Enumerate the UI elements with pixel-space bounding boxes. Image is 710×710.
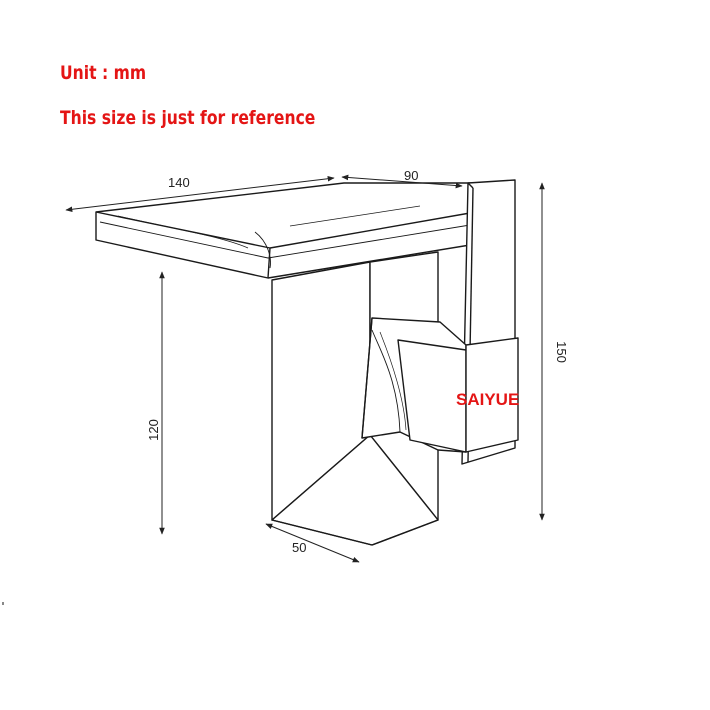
dimension-label-50: 50 — [292, 540, 306, 555]
dimension-label-140: 140 — [168, 175, 190, 190]
dimension-width-140: 140 — [65, 175, 335, 213]
dimension-base-50: 50 — [265, 523, 360, 563]
dimension-height-120: 120 — [146, 271, 165, 535]
dimension-label-90: 90 — [404, 168, 418, 183]
dimension-label-150: 150 — [554, 341, 569, 363]
handle — [361, 317, 519, 453]
reference-note: This size is just for reference — [60, 107, 316, 129]
unit-note: Unit : mm — [60, 62, 147, 84]
stray-mark — [2, 602, 4, 605]
brand-watermark: SAIYUE — [456, 390, 519, 409]
dimension-label-120: 120 — [146, 419, 161, 441]
dimension-depth-90: 90 — [341, 168, 463, 189]
dimension-height-150: 150 — [539, 182, 569, 521]
